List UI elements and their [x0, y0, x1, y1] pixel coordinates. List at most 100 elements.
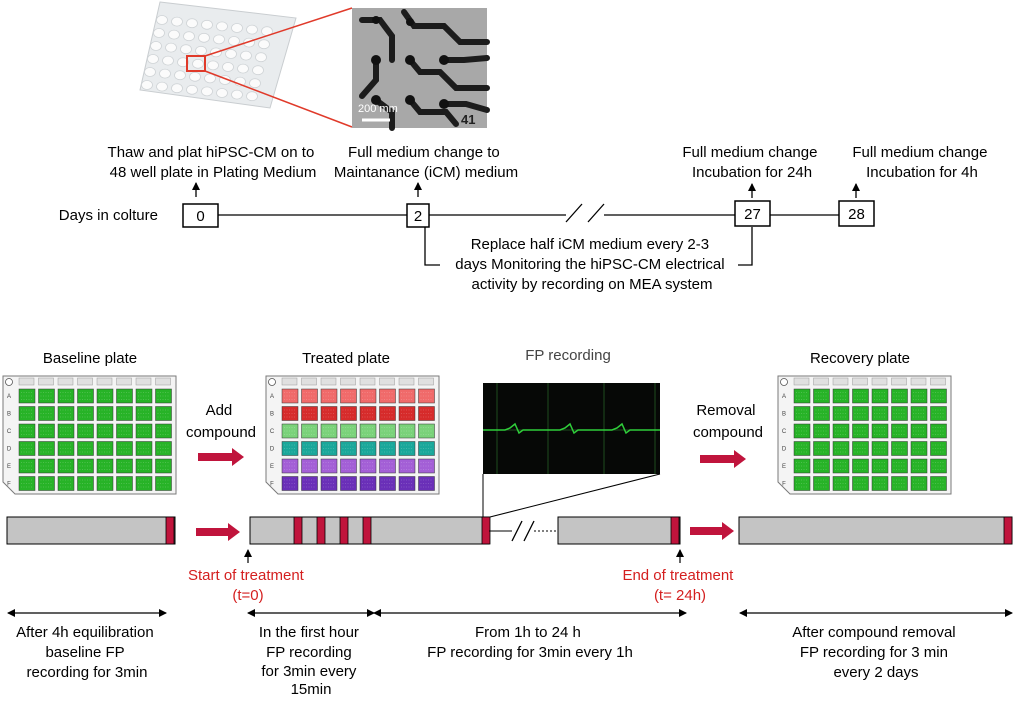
plate-well [418, 458, 435, 474]
plate-well [340, 423, 357, 439]
recovery-bar [738, 516, 1013, 545]
plate-well [871, 406, 889, 421]
plate-well [38, 458, 55, 474]
plate-well [301, 476, 318, 491]
plate-well [832, 441, 850, 456]
plate-row-letter: C [270, 429, 275, 435]
plate-well [340, 476, 357, 491]
plate-photo-well [153, 28, 165, 38]
plate-corner-icon [268, 378, 276, 386]
plate-column-header [852, 377, 868, 386]
plate-photo-well [216, 88, 228, 98]
start-of-treatment-line: (t=0) [232, 587, 263, 604]
plate-column-header [910, 377, 927, 386]
plate-column-header [18, 377, 35, 386]
plate-well [18, 423, 36, 439]
plate-corner-icon [780, 378, 788, 386]
plate-well [418, 441, 435, 456]
plate-well [77, 406, 94, 421]
plate-photo-well [204, 73, 216, 84]
day-box-28-label: 28 [848, 206, 865, 223]
plate-column-header [359, 377, 376, 386]
plate-well [379, 406, 396, 421]
plate-row-letter: E [7, 464, 11, 470]
plate-column-header [871, 377, 888, 386]
plate-photo-well [180, 44, 192, 55]
plate-photo-well [156, 15, 168, 25]
plate-photo-well [186, 18, 198, 29]
plate-well [930, 406, 947, 421]
plate-column-header [116, 377, 132, 386]
plate-well [871, 441, 889, 456]
plate-well [135, 406, 153, 421]
plate-photo [139, 1, 297, 109]
plate-column-header [398, 377, 415, 386]
plate-well [18, 458, 36, 474]
plate-well [301, 388, 318, 404]
plate-well [871, 423, 889, 439]
maintenance-bracket-right [738, 227, 753, 266]
plate-well [379, 423, 396, 439]
axis-break-mark [565, 203, 583, 223]
plate-well [852, 458, 869, 474]
plate-well [418, 423, 435, 439]
plate-well [398, 476, 416, 491]
event-day-0-line: Thaw and plat hiPSC-CM on to [108, 144, 315, 161]
start-of-treatment-label: Start of treatment (t=0) [188, 567, 308, 604]
plate-photo-well [189, 71, 201, 82]
plate-well [832, 476, 850, 491]
axis-break-mark [587, 203, 605, 223]
plate-well [359, 406, 377, 421]
process-arrow [700, 450, 746, 468]
plate-well [96, 458, 114, 474]
plate-well [116, 458, 133, 474]
plate-column-header [96, 377, 113, 386]
phase2-text: In the first hour FP recording for 3min … [259, 624, 363, 696]
plate-well [281, 388, 299, 404]
plate-well [891, 476, 908, 491]
add-compound-label: Add compound [186, 402, 256, 441]
plate-well [793, 458, 811, 474]
day-box-0-label: 0 [196, 208, 204, 225]
plate-well [320, 406, 338, 421]
event-day-27: Full medium change Incubation for 24h [682, 144, 821, 181]
plate-well [155, 388, 172, 404]
plate-well [930, 458, 947, 474]
plate-photo-well [183, 31, 195, 42]
plate-well [116, 441, 133, 456]
plate-photo-well [144, 67, 156, 77]
recording-mark [293, 516, 303, 545]
plate-well [359, 441, 377, 456]
plate-well [340, 388, 357, 404]
plate-well [418, 388, 435, 404]
plate-photo-well [171, 16, 183, 27]
plate-well [832, 406, 850, 421]
plate-well [379, 476, 396, 491]
plate-row-letter: D [782, 447, 787, 453]
culture-timeline: Days in colture 0 2 27 28 Thaw and plat … [59, 144, 988, 293]
treatment-end-bar [557, 516, 681, 545]
plate-well [77, 441, 94, 456]
maintenance-note-line: Replace half iCM medium every 2-3 [471, 236, 709, 253]
plate-well [38, 476, 55, 491]
plate-well [359, 423, 377, 439]
plate-well [116, 476, 133, 491]
plate-photo-well [201, 86, 213, 97]
plate-photo-well [258, 39, 270, 50]
plate-photo-well [225, 49, 237, 59]
plate-well [135, 423, 153, 439]
day-box-2-label: 2 [414, 208, 422, 225]
plate-photo-well [216, 21, 228, 32]
removal-compound-line: compound [693, 424, 763, 441]
days-label: Days in colture [59, 207, 158, 224]
phase4-line: every 2 days [833, 664, 918, 681]
plate-well [301, 458, 318, 474]
plate-well [418, 476, 435, 491]
plate-photo-well [240, 50, 252, 61]
scale-label: 200 mm [358, 103, 398, 115]
plate-well [77, 476, 94, 491]
plate-column-header [813, 377, 829, 386]
